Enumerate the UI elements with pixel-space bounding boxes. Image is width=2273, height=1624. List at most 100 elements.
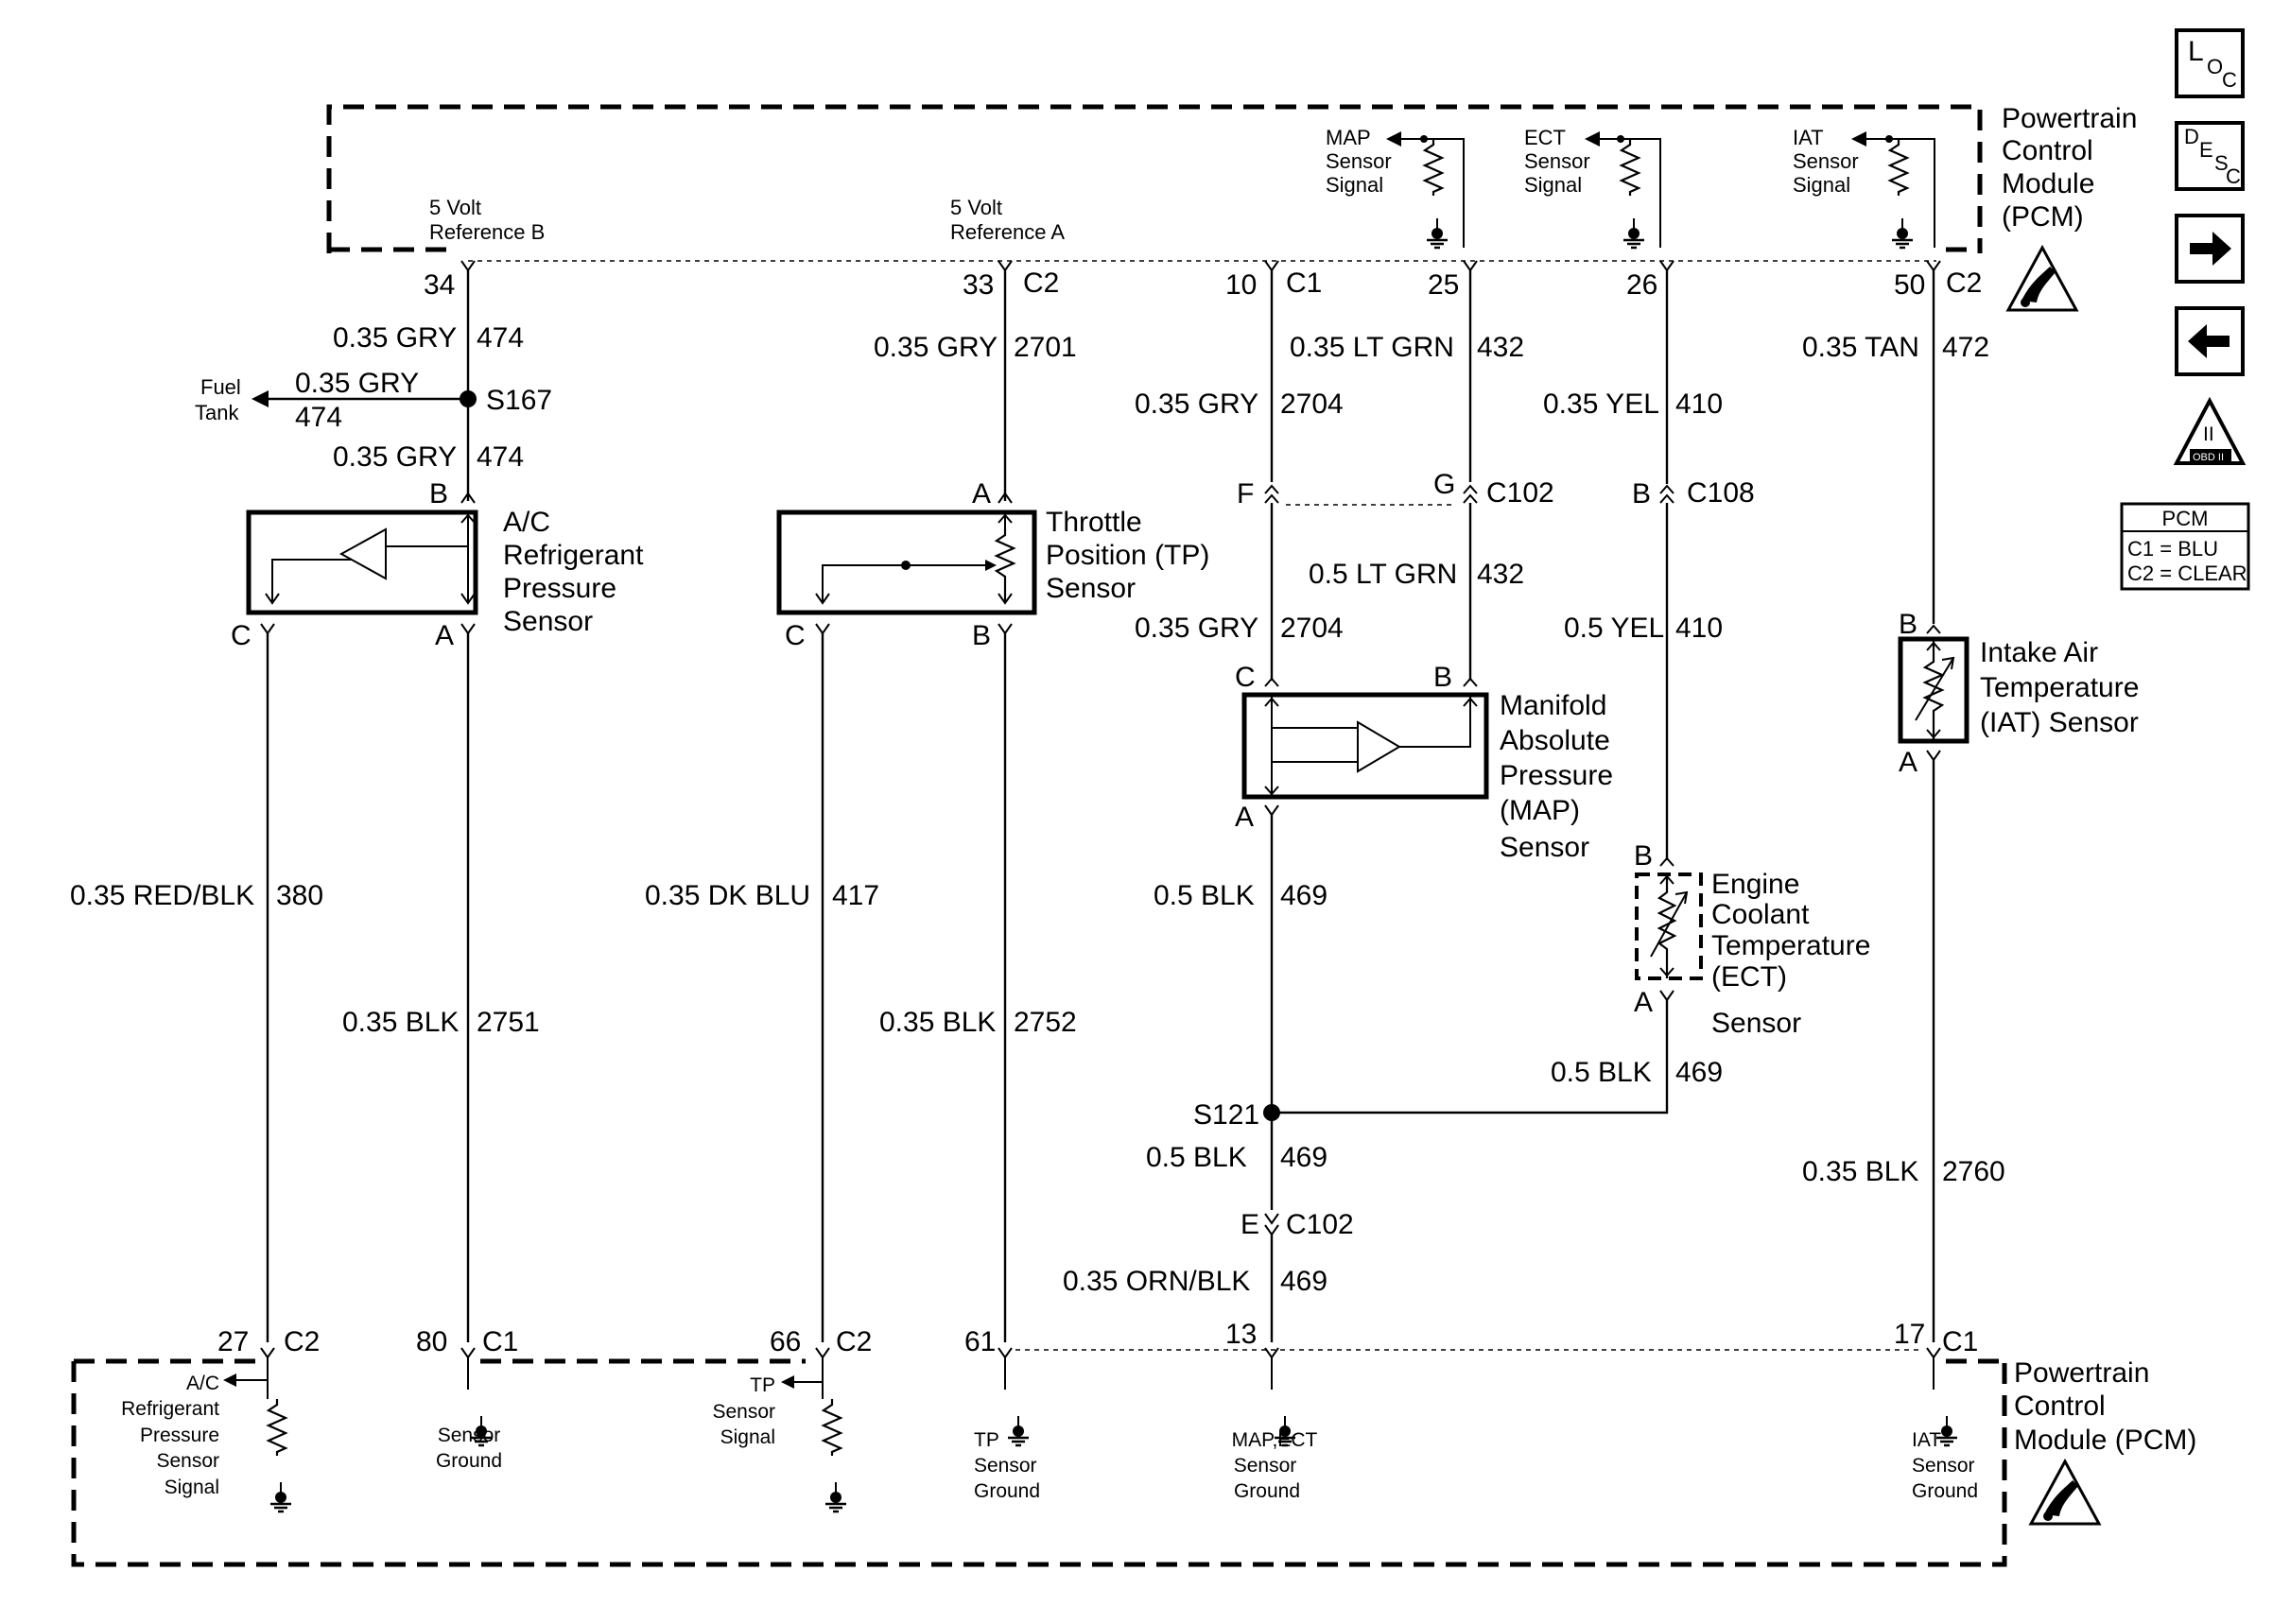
location-button[interactable]: L O C xyxy=(2175,28,2245,98)
ref-a-label: Reference A xyxy=(950,220,1065,244)
diagram-label: 61 xyxy=(964,1326,996,1357)
diagram-label: C xyxy=(231,620,252,651)
thermistor-icon xyxy=(1657,874,1677,978)
diagram-label: A xyxy=(1899,747,1917,778)
diagram-label: TP xyxy=(750,1374,775,1396)
back-arrow-icon xyxy=(2188,324,2230,358)
diagram-label: Signal xyxy=(1326,173,1383,197)
pcm-label-line: Module xyxy=(2002,168,2094,199)
arrow-left-icon xyxy=(252,390,269,407)
diagram-label: Signal xyxy=(720,1426,775,1448)
diagram-label: 410 xyxy=(1675,613,1723,644)
diagram-label: Throttle xyxy=(1046,507,1142,538)
diagram-label: Coolant xyxy=(1711,899,1810,930)
diagram-label: 469 xyxy=(1280,880,1327,911)
ground-icon xyxy=(1006,1414,1031,1447)
diagram-label: 0.35 BLK xyxy=(1802,1156,1918,1187)
pcm-connector-legend: PCM C1 = BLU C2 = CLEAR xyxy=(2120,502,2250,591)
splice-label: S167 xyxy=(486,385,552,416)
pcm-top-label: Powertrain Control Module (PCM) xyxy=(2002,103,2137,233)
diagram-label: Temperature xyxy=(1711,930,1870,961)
diagram-label: Engine xyxy=(1711,869,1799,900)
diagram-label: ECT xyxy=(1524,126,1566,149)
diagram-label: C xyxy=(785,620,806,651)
pin-10: 10 xyxy=(1225,269,1257,301)
diagram-label: 0.5 BLK xyxy=(1154,880,1255,911)
diagram-label: Position (TP) xyxy=(1046,540,1209,571)
diagram-label: C102 xyxy=(1286,1209,1354,1240)
diagram-label: 474 xyxy=(477,441,524,473)
diagram-label: 0.5 YEL xyxy=(1564,613,1664,644)
pin-25: 25 xyxy=(1428,269,1459,301)
diagram-label: C108 xyxy=(1687,477,1755,509)
diagram-label: 432 xyxy=(1477,332,1524,363)
next-button[interactable] xyxy=(2175,214,2245,284)
esd-warning-icon xyxy=(2028,1458,2102,1526)
diagram-label: (ECT) xyxy=(1711,961,1787,993)
back-button[interactable] xyxy=(2175,306,2245,376)
diagram-label: C2 xyxy=(284,1326,320,1357)
diagram-label: 0.35 DK BLU xyxy=(645,880,810,911)
next-arrow-icon xyxy=(2190,232,2231,266)
ref-b-label: Reference B xyxy=(429,220,545,244)
connector-c2: C2 xyxy=(1946,268,1982,299)
diagram-label: B xyxy=(1634,840,1653,872)
diagram-label: Signal xyxy=(165,1477,219,1498)
pin-34: 34 xyxy=(424,269,455,301)
diagram-label: Sensor xyxy=(1326,149,1392,173)
diagram-label: 472 xyxy=(1942,332,1989,363)
diagram-label: B xyxy=(972,620,991,651)
diagram-label: Powertrain xyxy=(2014,1357,2149,1389)
diagram-label: 0.35 GRY xyxy=(333,441,457,473)
diagram-label: A xyxy=(972,478,991,510)
diagram-label: Sensor xyxy=(1234,1455,1297,1477)
diagram-label: Ground xyxy=(436,1450,502,1472)
diagram-label: II xyxy=(2203,423,2214,445)
diagram-label: (IAT) Sensor xyxy=(1980,707,2139,738)
diagram-label: G xyxy=(1433,469,1455,500)
diagram-label: Intake Air xyxy=(1980,637,2098,668)
pcm-top-box xyxy=(326,104,1983,262)
pins-top: 34 33 C2 10 C1 25 26 50 C2 xyxy=(424,260,1982,301)
diagram-label: C102 xyxy=(1486,477,1554,509)
map-signal-circuit: MAP Sensor Signal xyxy=(1326,126,1465,250)
diagram-label: A xyxy=(1235,802,1254,833)
diagram-label: 474 xyxy=(477,322,524,354)
diagram-label: 0.35 GRY xyxy=(874,332,998,363)
obd-ii-button[interactable]: II OBD II xyxy=(2173,396,2247,465)
diagram-label: 0.35 GRY xyxy=(1135,389,1258,420)
diagram-label: Sensor xyxy=(503,606,593,637)
diagram-label: 0.35 ORN/BLK xyxy=(1063,1266,1250,1297)
ac-pressure-sensor xyxy=(246,510,478,615)
diagram-label: (MAP) xyxy=(1500,795,1580,826)
diagram-label: C2 xyxy=(836,1326,872,1357)
diagram-label: Sensor xyxy=(974,1455,1037,1477)
ac-signal-circuit: A/C Refrigerant Pressure Sensor Signal xyxy=(121,1357,293,1513)
diagram-label: Signal xyxy=(1793,173,1850,197)
pins-bottom: 27 C2 80 C1 66 C2 61 13 17 C1 xyxy=(217,1319,1978,1359)
connector-c1: C1 xyxy=(1286,268,1322,299)
ground-icon xyxy=(1890,216,1915,250)
pin-26: 26 xyxy=(1626,269,1657,301)
diagram-label: MAP,ECT xyxy=(1232,1429,1318,1451)
diagram-label: 0.35 GRY xyxy=(333,322,457,354)
diagram-label: L xyxy=(2188,36,2204,67)
diagram-label: F xyxy=(1237,478,1254,510)
diagram-label: 0.35 TAN xyxy=(1802,332,1919,363)
diagram-label: Signal xyxy=(1524,173,1582,197)
diagram-label: Sensor xyxy=(1500,832,1589,863)
diagram-label: D xyxy=(2184,125,2199,148)
description-button[interactable]: D E S C xyxy=(2175,121,2245,191)
pcm-bottom-box xyxy=(71,1349,2007,1567)
diagram-label: Sensor xyxy=(1046,573,1136,604)
diagram-label: MAP xyxy=(1326,126,1371,149)
diagram-label: Absolute xyxy=(1500,725,1610,756)
obd-ii-icon xyxy=(2173,396,2247,465)
diagram-label: A xyxy=(435,620,454,651)
diagram-label: Ground xyxy=(1912,1480,1978,1502)
diagram-label: B xyxy=(429,478,448,510)
pcm-label-line: Powertrain xyxy=(2002,103,2137,134)
diagram-label: Sensor xyxy=(712,1401,775,1423)
diagram-label: Sensor xyxy=(438,1425,501,1446)
pcm-label-line: (PCM) xyxy=(2002,201,2084,233)
